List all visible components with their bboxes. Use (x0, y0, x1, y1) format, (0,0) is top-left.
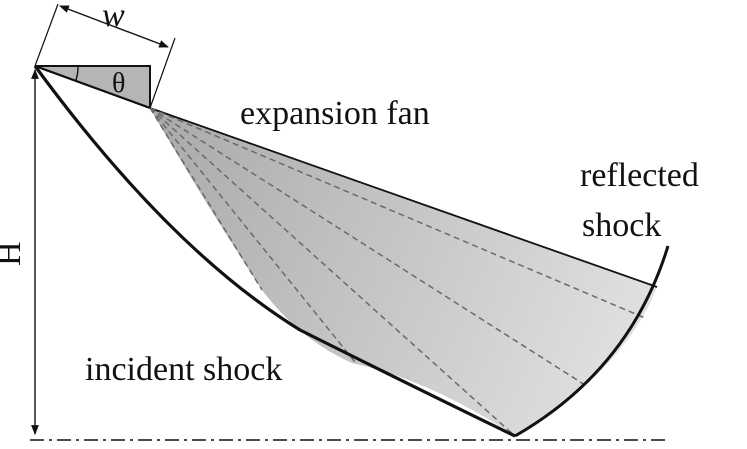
expansion-fan-region (150, 108, 657, 436)
height-label: H (0, 241, 28, 266)
expansion-fan-label: expansion fan (240, 95, 430, 132)
width-label: w (102, 0, 125, 34)
fan-characteristics (149, 107, 646, 437)
reflected-shock-curve (514, 245, 670, 438)
incident-shock-label: incident shock (85, 351, 282, 388)
fan-ray-4 (149, 107, 586, 386)
angle-label: θ (112, 68, 125, 99)
width-dimension-arrow (59, 5, 169, 48)
wedge-lower-surface (34, 65, 151, 109)
width-extension-line-right (149, 37, 176, 109)
fan-ray-3 (149, 107, 516, 437)
width-extension-line-left (34, 3, 59, 67)
reflected-shock-label-line1: reflected (580, 157, 699, 194)
reflected-shock-label-line2: shock (582, 207, 661, 244)
fan-upper-boundary (149, 107, 658, 288)
fan-ray-1 (149, 107, 263, 291)
incident-shock-curve (33, 65, 516, 438)
fan-ray-2 (149, 107, 356, 363)
